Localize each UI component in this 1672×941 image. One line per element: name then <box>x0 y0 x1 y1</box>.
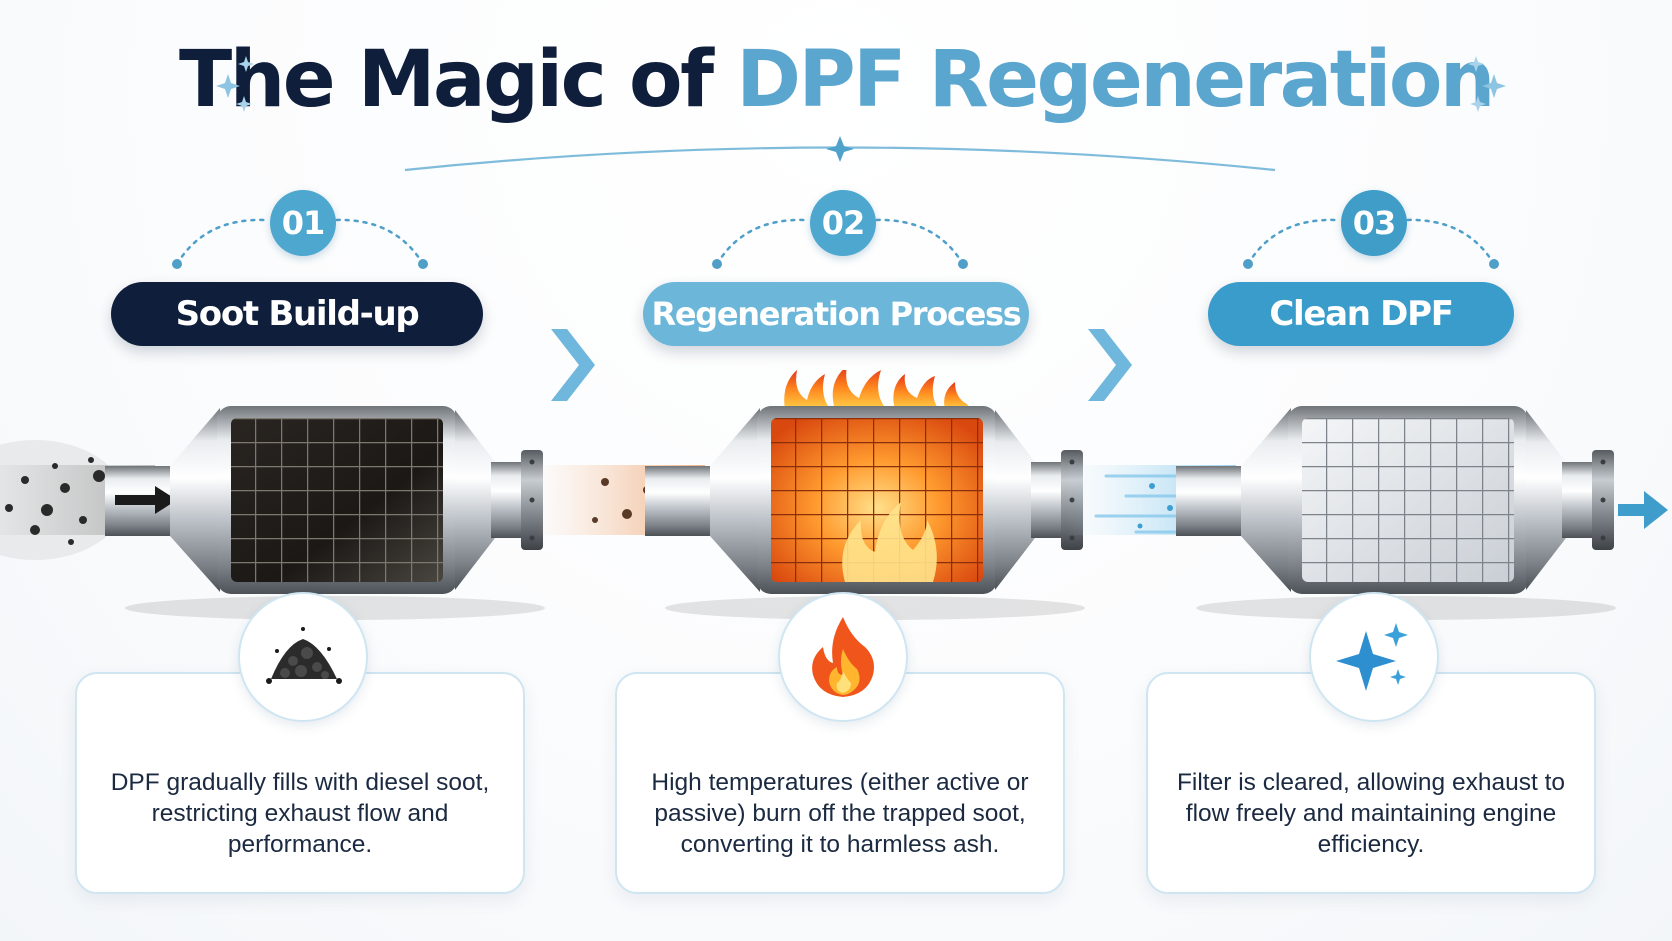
step-description: DPF gradually fills with diesel soot, re… <box>110 768 490 858</box>
title-divider <box>404 136 1276 172</box>
exit-arrow-icon <box>1618 491 1668 529</box>
step-label: Regeneration Process <box>643 282 1029 346</box>
dotted-connector <box>172 218 428 269</box>
sparkle-left-icon <box>216 56 254 112</box>
soot-pile-icon <box>266 627 342 684</box>
chevron-right-icon <box>551 329 595 401</box>
dpf-regeneration-illustration <box>535 370 1085 620</box>
dotted-connector <box>712 218 968 269</box>
step-soot-buildup: 01 Soot Build-up <box>0 190 565 910</box>
step-icon-badge <box>1309 592 1439 722</box>
step-label: Clean DPF <box>1208 282 1514 346</box>
title-part-dark: The Magic of <box>179 35 714 125</box>
step-number: 03 <box>1341 190 1407 256</box>
step-description-card: High temperatures (either active or pass… <box>615 672 1065 894</box>
dpf-clean-illustration <box>1066 406 1616 620</box>
step-description: High temperatures (either active or pass… <box>651 768 1029 858</box>
sparkle-right-icon <box>1468 56 1506 112</box>
step-number: 02 <box>810 190 876 256</box>
sparkle-icon <box>1336 623 1408 691</box>
step-regeneration-process: 02 Regeneration Process <box>535 190 1105 910</box>
step-icon-badge <box>238 592 368 722</box>
step-label: Soot Build-up <box>111 282 483 346</box>
chevron-right-icon <box>1088 329 1132 401</box>
flame-icon <box>812 617 874 697</box>
step-icon-badge <box>778 592 908 722</box>
step-clean-dpf: 03 Clean DPF <box>1066 190 1636 910</box>
step-number: 01 <box>270 190 336 256</box>
step-description: Filter is cleared, allowing exhaust to f… <box>1176 768 1566 858</box>
dotted-connector <box>1243 218 1499 269</box>
page-title: The Magic of DPF Regeneration <box>0 30 1672 130</box>
dpf-soot-illustration <box>0 406 545 620</box>
title-part-accent: DPF Regeneration <box>736 35 1495 125</box>
